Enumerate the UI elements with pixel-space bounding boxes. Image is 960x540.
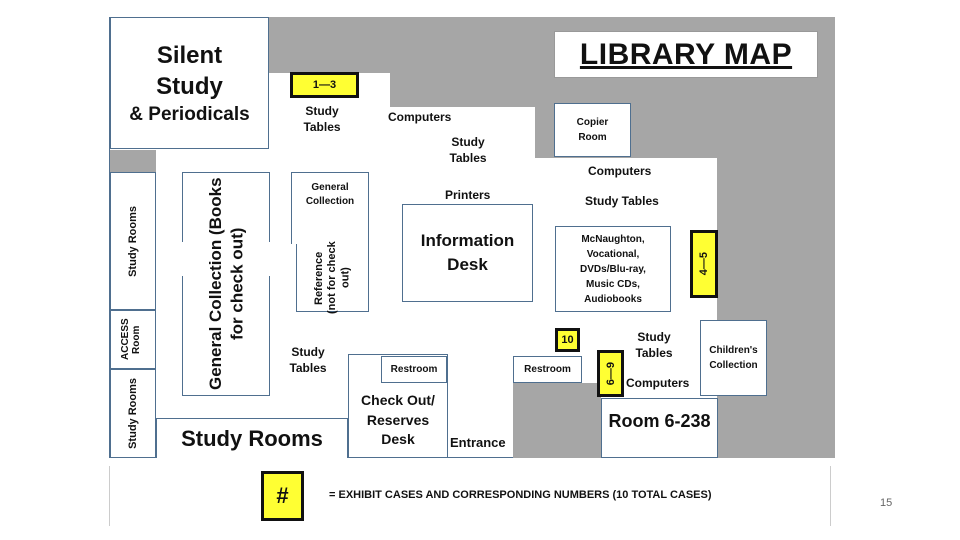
entrance-label: Entrance [450, 435, 506, 450]
exhibit-case-4-5: 4—5 [690, 230, 718, 298]
exhibit-case-1-3-label: 1—3 [312, 79, 337, 91]
reference-shelf: Reference (not for check out) [296, 241, 369, 314]
exhibit-case-6-9: 6—9 [597, 350, 624, 397]
shelf-outline-bottom [182, 276, 270, 396]
information-desk: Information Desk [402, 204, 533, 302]
legend-text: = EXHIBIT CASES AND CORRESPONDING NUMBER… [329, 489, 712, 501]
general-collection-shelf: General Collection (Books for check out) [182, 172, 270, 396]
map-title-box: LIBRARY MAP [554, 31, 818, 78]
copier-room-label: Copier Room [576, 117, 609, 143]
mcnaughton-label: McNaughton, Vocational, DVDs/Blu-ray, Mu… [580, 233, 646, 305]
room-6-238-label: Room 6-238 [608, 411, 711, 431]
exhibit-case-10: 10 [555, 328, 580, 352]
childrens-collection: Children's Collection [700, 320, 767, 396]
restroom-right-label: Restroom [524, 364, 571, 375]
study-tables-label-1: Study Tables [303, 104, 341, 134]
access-room-label: ACCESS Room [120, 318, 142, 361]
study-rooms-bottom-label: Study Rooms [181, 425, 323, 451]
shelf-outline-top [182, 172, 270, 242]
periodicals-label: & Periodicals [129, 104, 250, 126]
gray-area-right [717, 158, 835, 458]
study-rooms-left-bottom: Study Rooms [110, 369, 156, 458]
access-room: ACCESS Room [110, 310, 156, 369]
gray-area-bottom-center [513, 383, 601, 458]
general-collection-top-label: General Collection [305, 182, 355, 207]
reference-label: Reference (not for check out) [312, 241, 352, 314]
gray-area-left-small [110, 150, 156, 172]
study-rooms-left-top: Study Rooms [110, 172, 156, 310]
general-collection-books-label: General Collection (Books for check out) [205, 177, 246, 391]
copier-room: Copier Room [554, 103, 631, 157]
study-tables-label-3: Study Tables [585, 194, 659, 208]
map-title: LIBRARY MAP [579, 37, 793, 71]
check-out-desk-label: Check Out/ Reserves Desk [361, 392, 435, 448]
page-number: 15 [880, 497, 893, 509]
restroom-left-label: Restroom [390, 364, 438, 375]
exhibit-case-10-label: 10 [561, 334, 574, 346]
silent-study-label: Silent Study [156, 41, 223, 100]
legend-exhibit-case-symbol: # [261, 471, 304, 521]
gray-area-top-center [268, 17, 390, 73]
printers-label: Printers [445, 188, 491, 202]
gray-area-top-mid [390, 17, 535, 107]
study-rooms-left-top-label: Study Rooms [127, 205, 139, 277]
computers-label-3: Computers [626, 376, 690, 390]
legend-panel [109, 466, 831, 526]
computers-label-2: Computers [588, 164, 652, 178]
silent-study-room: Silent Study & Periodicals [110, 17, 269, 149]
mcnaughton-collection: McNaughton, Vocational, DVDs/Blu-ray, Mu… [555, 226, 671, 312]
childrens-collection-label: Children's Collection [709, 345, 758, 371]
study-rooms-left-bottom-label: Study Rooms [127, 378, 139, 449]
information-desk-label: Information Desk [420, 231, 515, 274]
study-tables-label-4: Study Tables [289, 345, 327, 375]
exhibit-case-4-5-label: 4—5 [698, 252, 710, 276]
legend-symbol: # [276, 483, 289, 508]
exhibit-case-6-9-label: 6—9 [604, 361, 617, 386]
computers-label-1: Computers [388, 110, 452, 124]
study-tables-label-2: Study Tables [449, 135, 487, 165]
exhibit-case-1-3: 1—3 [290, 72, 359, 98]
study-rooms-bottom: Study Rooms [156, 418, 348, 458]
general-collection-top: General Collection [291, 172, 369, 244]
restroom-right: Restroom [513, 356, 582, 383]
restroom-left: Restroom [381, 356, 447, 383]
room-6-238: Room 6-238 [601, 398, 718, 458]
check-out-desk: Check Out/ Reserves Desk [348, 354, 448, 458]
study-tables-label-5: Study Tables [635, 330, 673, 360]
